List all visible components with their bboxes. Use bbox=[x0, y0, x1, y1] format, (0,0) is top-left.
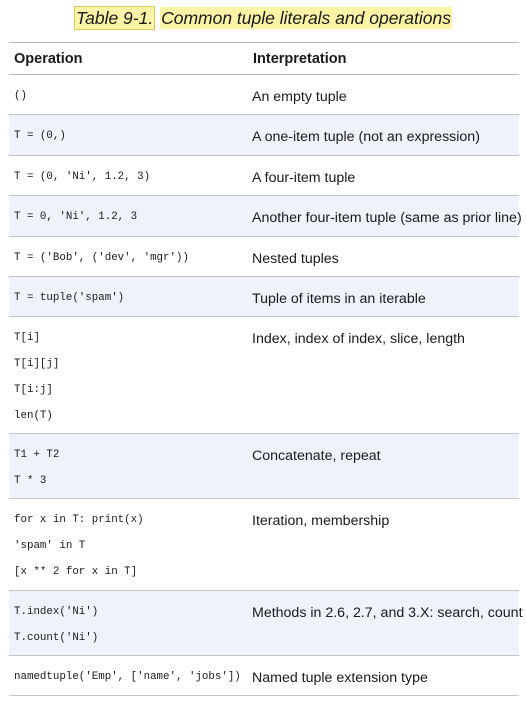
operation-code: T = (0, 'Ni', 1.2, 3) bbox=[14, 171, 151, 183]
table-body: () An empty tuple T = (0,) A one-item tuple… bbox=[9, 75, 523, 696]
operation-cell: T.index('Ni') T.count('Ni') bbox=[9, 591, 248, 656]
operation-code: T = ('Bob', ('dev', 'mgr')) bbox=[14, 252, 189, 264]
operation-cell: () bbox=[9, 75, 248, 115]
interpretation-cell: An empty tuple bbox=[252, 89, 347, 105]
operation-code: T = (0,) bbox=[14, 130, 66, 142]
operation-code: () bbox=[14, 90, 27, 102]
interpretation-cell: Tuple of items in an iterable bbox=[252, 291, 426, 307]
operation-code: namedtuple('Emp', ['name', 'jobs']) bbox=[14, 671, 241, 683]
operation-code: T.count('Ni') bbox=[14, 632, 99, 644]
table-row: T.index('Ni') T.count('Ni') Methods in 2.6… bbox=[9, 590, 523, 656]
operation-code: T[i:j] bbox=[14, 384, 53, 396]
operation-cell: T = tuple('spam') bbox=[9, 277, 248, 317]
interpretation-cell: Methods in 2.6, 2.7, and 3.X: search, co… bbox=[252, 605, 523, 621]
table-row: for x in T: print(x) 'spam' in T [x ** 2 f… bbox=[9, 499, 519, 591]
interpretation-cell: Index, index of index, slice, length bbox=[252, 331, 465, 347]
table-row: T = (0, 'Ni', 1.2, 3) A four-item tuple bbox=[9, 156, 519, 196]
tuple-operations-table: Operation Interpretation () An empty tupl… bbox=[9, 42, 523, 696]
interpretation-cell: A four-item tuple bbox=[252, 170, 356, 186]
table-row: T = ('Bob', ('dev', 'mgr')) Nested tuples bbox=[9, 237, 519, 277]
interpretation-cell: Iteration, membership bbox=[252, 513, 390, 529]
header-interpretation: Interpretation bbox=[248, 42, 519, 75]
table-row: T[i] T[i][j] T[i:j] len(T) Index, index of i… bbox=[9, 317, 519, 434]
operation-code: T[i] bbox=[14, 332, 40, 344]
operation-cell: T = ('Bob', ('dev', 'mgr')) bbox=[9, 237, 248, 277]
operation-cell: T = (0,) bbox=[9, 115, 248, 156]
operation-code: T = tuple('spam') bbox=[14, 292, 125, 304]
operation-cell: T = 0, 'Ni', 1.2, 3 bbox=[9, 196, 248, 237]
operation-code: T1 + T2 bbox=[14, 449, 60, 461]
table-row: namedtuple('Emp', ['name', 'jobs']) Named… bbox=[9, 656, 519, 696]
caption-title: Common tuple literals and operations bbox=[160, 7, 452, 29]
operation-code: 'spam' in T bbox=[14, 540, 86, 552]
table-row: T = 0, 'Ni', 1.2, 3 Another four-item tup… bbox=[9, 195, 522, 237]
operation-code: [x ** 2 for x in T] bbox=[14, 566, 138, 578]
operation-cell: T[i] T[i][j] T[i:j] len(T) bbox=[9, 317, 248, 434]
caption-label: Table 9-1. bbox=[74, 6, 156, 30]
interpretation-cell: A one-item tuple (not an expression) bbox=[252, 129, 480, 145]
operation-code: T.index('Ni') bbox=[14, 606, 99, 618]
table-row: T = tuple('spam') Tuple of items in an it… bbox=[9, 276, 519, 317]
operation-code: T = 0, 'Ni', 1.2, 3 bbox=[14, 211, 138, 223]
header-operation: Operation bbox=[9, 42, 248, 75]
operation-code: T * 3 bbox=[14, 475, 47, 487]
table-row: T1 + T2 T * 3 Concatenate, repeat bbox=[9, 433, 519, 499]
table-caption: Table 9-1. Common tuple literals and ope… bbox=[0, 6, 526, 30]
table-row: () An empty tuple bbox=[9, 75, 519, 115]
operation-cell: for x in T: print(x) 'spam' in T [x ** 2 f… bbox=[9, 499, 248, 591]
operation-cell: T1 + T2 T * 3 bbox=[9, 434, 248, 499]
operation-cell: namedtuple('Emp', ['name', 'jobs']) bbox=[9, 656, 248, 696]
operation-code: for x in T: print(x) bbox=[14, 514, 144, 526]
table-row: T = (0,) A one-item tuple (not an express… bbox=[9, 114, 519, 156]
operation-code: T[i][j] bbox=[14, 358, 60, 370]
operation-cell: T = (0, 'Ni', 1.2, 3) bbox=[9, 156, 248, 196]
interpretation-cell: Concatenate, repeat bbox=[252, 448, 381, 464]
operation-code: len(T) bbox=[14, 410, 53, 422]
interpretation-cell: Nested tuples bbox=[252, 251, 339, 267]
table-header-row: Operation Interpretation bbox=[9, 42, 519, 75]
interpretation-cell: Another four-item tuple (same as prior l… bbox=[252, 210, 522, 226]
interpretation-cell: Named tuple extension type bbox=[252, 670, 428, 686]
